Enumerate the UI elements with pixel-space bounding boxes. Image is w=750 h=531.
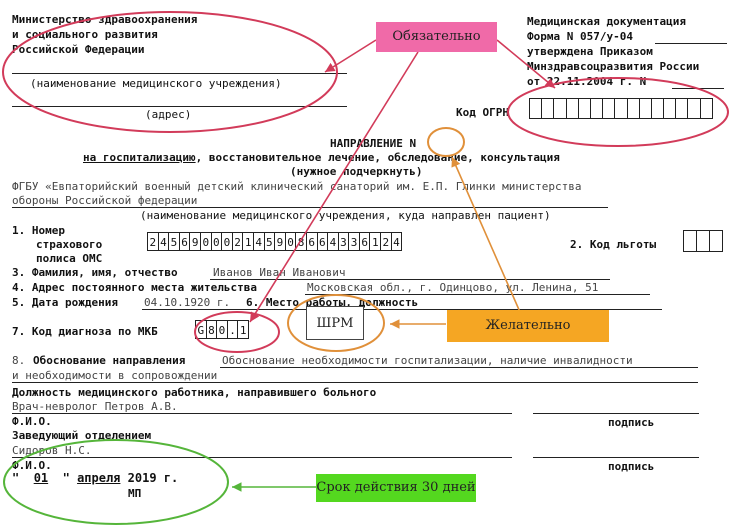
date-year[interactable]: 2019 xyxy=(127,471,157,485)
arrow-to-institution xyxy=(324,39,377,73)
destination-underline xyxy=(12,207,608,208)
underline-hint: (нужное подчеркнуть) xyxy=(290,165,423,178)
doctor-signature-line xyxy=(533,413,699,414)
field-8-number: 8. xyxy=(12,354,26,367)
ogrn-boxes[interactable] xyxy=(529,98,713,119)
document-title: НАПРАВЛЕНИЕ N xyxy=(330,137,417,150)
document-purpose: на госпитализацию, восстановительное леч… xyxy=(83,151,560,164)
note-mandatory: Обязательно xyxy=(376,22,497,52)
field-1-label-a: 1. Номер xyxy=(12,224,65,237)
destination-line-2: обороны Российской федерации xyxy=(12,194,198,207)
form-header-line-5: от 22.11.2004 г. N xyxy=(527,75,647,88)
diagnosis-char-5[interactable]: 1 xyxy=(237,320,249,339)
referring-doctor[interactable]: Врач-невролог Петров А.В. xyxy=(12,400,178,413)
date-g: г. xyxy=(163,471,179,485)
referral-justification-2[interactable]: и необходимости в сопровождении xyxy=(12,369,218,382)
issue-date: " 01 " апреля 2019 г. xyxy=(12,472,178,485)
head-line xyxy=(12,457,512,458)
destination-caption: (наименование медицинского учреждения, к… xyxy=(140,209,551,222)
field-8-line-1 xyxy=(220,367,698,368)
institution-line xyxy=(12,73,347,74)
signature-label-1: подпись xyxy=(608,416,655,429)
form-header-line-3: утверждена Приказом xyxy=(527,45,653,58)
order-number-line xyxy=(672,88,724,89)
field-5-label: 5. Дата рождения xyxy=(12,296,118,309)
field-3-label: 3. Фамилия, имя, отчество xyxy=(12,266,178,279)
patient-name[interactable]: Иванов Иван Иванович xyxy=(213,266,346,279)
position-label: Должность медицинского работника, направ… xyxy=(12,386,377,399)
field-1-label-c: полиса ОМС xyxy=(36,252,103,265)
date-quote-open: " xyxy=(12,471,20,485)
ministry-line-2: и социального развития xyxy=(12,28,158,41)
purpose-underlined: на госпитализацию xyxy=(83,151,196,164)
purpose-rest: , восстановительное лечение, обследовани… xyxy=(195,151,560,164)
date-quote-close: " xyxy=(62,471,70,485)
stamp-place: МП xyxy=(128,487,142,500)
address-line xyxy=(12,106,347,107)
ministry-line-1: Министерство здравоохранения xyxy=(12,13,198,26)
form-header-line-2: Форма N 057/у-04 xyxy=(527,30,633,43)
birth-date[interactable]: 04.10.1920 г. xyxy=(144,296,231,309)
field-4-line xyxy=(305,294,650,295)
institution-caption: (наименование медицинского учреждения) xyxy=(30,77,282,90)
note-validity: Срок действия 30 дней xyxy=(316,474,476,502)
head-label: Заведующий отделением xyxy=(12,429,152,442)
ogrn-label: Код ОГРН xyxy=(456,106,509,119)
date-month[interactable]: апреля xyxy=(77,471,121,485)
destination-line-1: ФГБУ «Евпаторийский военный детский клин… xyxy=(12,180,582,193)
form-number-line xyxy=(655,43,727,44)
address-caption: (адрес) xyxy=(145,108,192,121)
ministry-line-3: Российской Федерации xyxy=(12,43,145,56)
field-8-line-2 xyxy=(12,382,698,383)
patient-address[interactable]: Московская обл., г. Одинцово, ул. Ленина… xyxy=(307,281,599,294)
head-signature-line xyxy=(533,457,699,458)
benefit-code-boxes[interactable] xyxy=(683,230,723,252)
date-day[interactable]: 01 xyxy=(33,471,49,485)
note-desirable: Желательно xyxy=(447,310,609,342)
form-header-line-1: Медицинская документация xyxy=(527,15,686,28)
shrm-box: ШРМ xyxy=(306,306,364,340)
field-3-line xyxy=(210,279,610,280)
fio-label-1: Ф.И.О. xyxy=(12,415,52,428)
field-8-label: Обоснование направления xyxy=(33,354,186,367)
policy-digit-24[interactable]: 4 xyxy=(390,232,403,251)
signature-label-2: подпись xyxy=(608,460,655,473)
field-2-label: 2. Код льготы xyxy=(570,238,657,251)
field-4-label: 4. Адрес постоянного места жительства xyxy=(12,281,258,294)
form-header-line-4: Минздравсоцразвития России xyxy=(527,60,700,73)
field-1-label-b: страхового xyxy=(36,238,103,251)
field-7-label: 7. Код диагноза по МКБ xyxy=(12,325,158,338)
referral-justification-1[interactable]: Обоснование необходимости госпитализации… xyxy=(222,354,633,367)
doctor-line xyxy=(12,413,512,414)
head-of-department[interactable]: Сидоров Н.С. xyxy=(12,444,92,457)
